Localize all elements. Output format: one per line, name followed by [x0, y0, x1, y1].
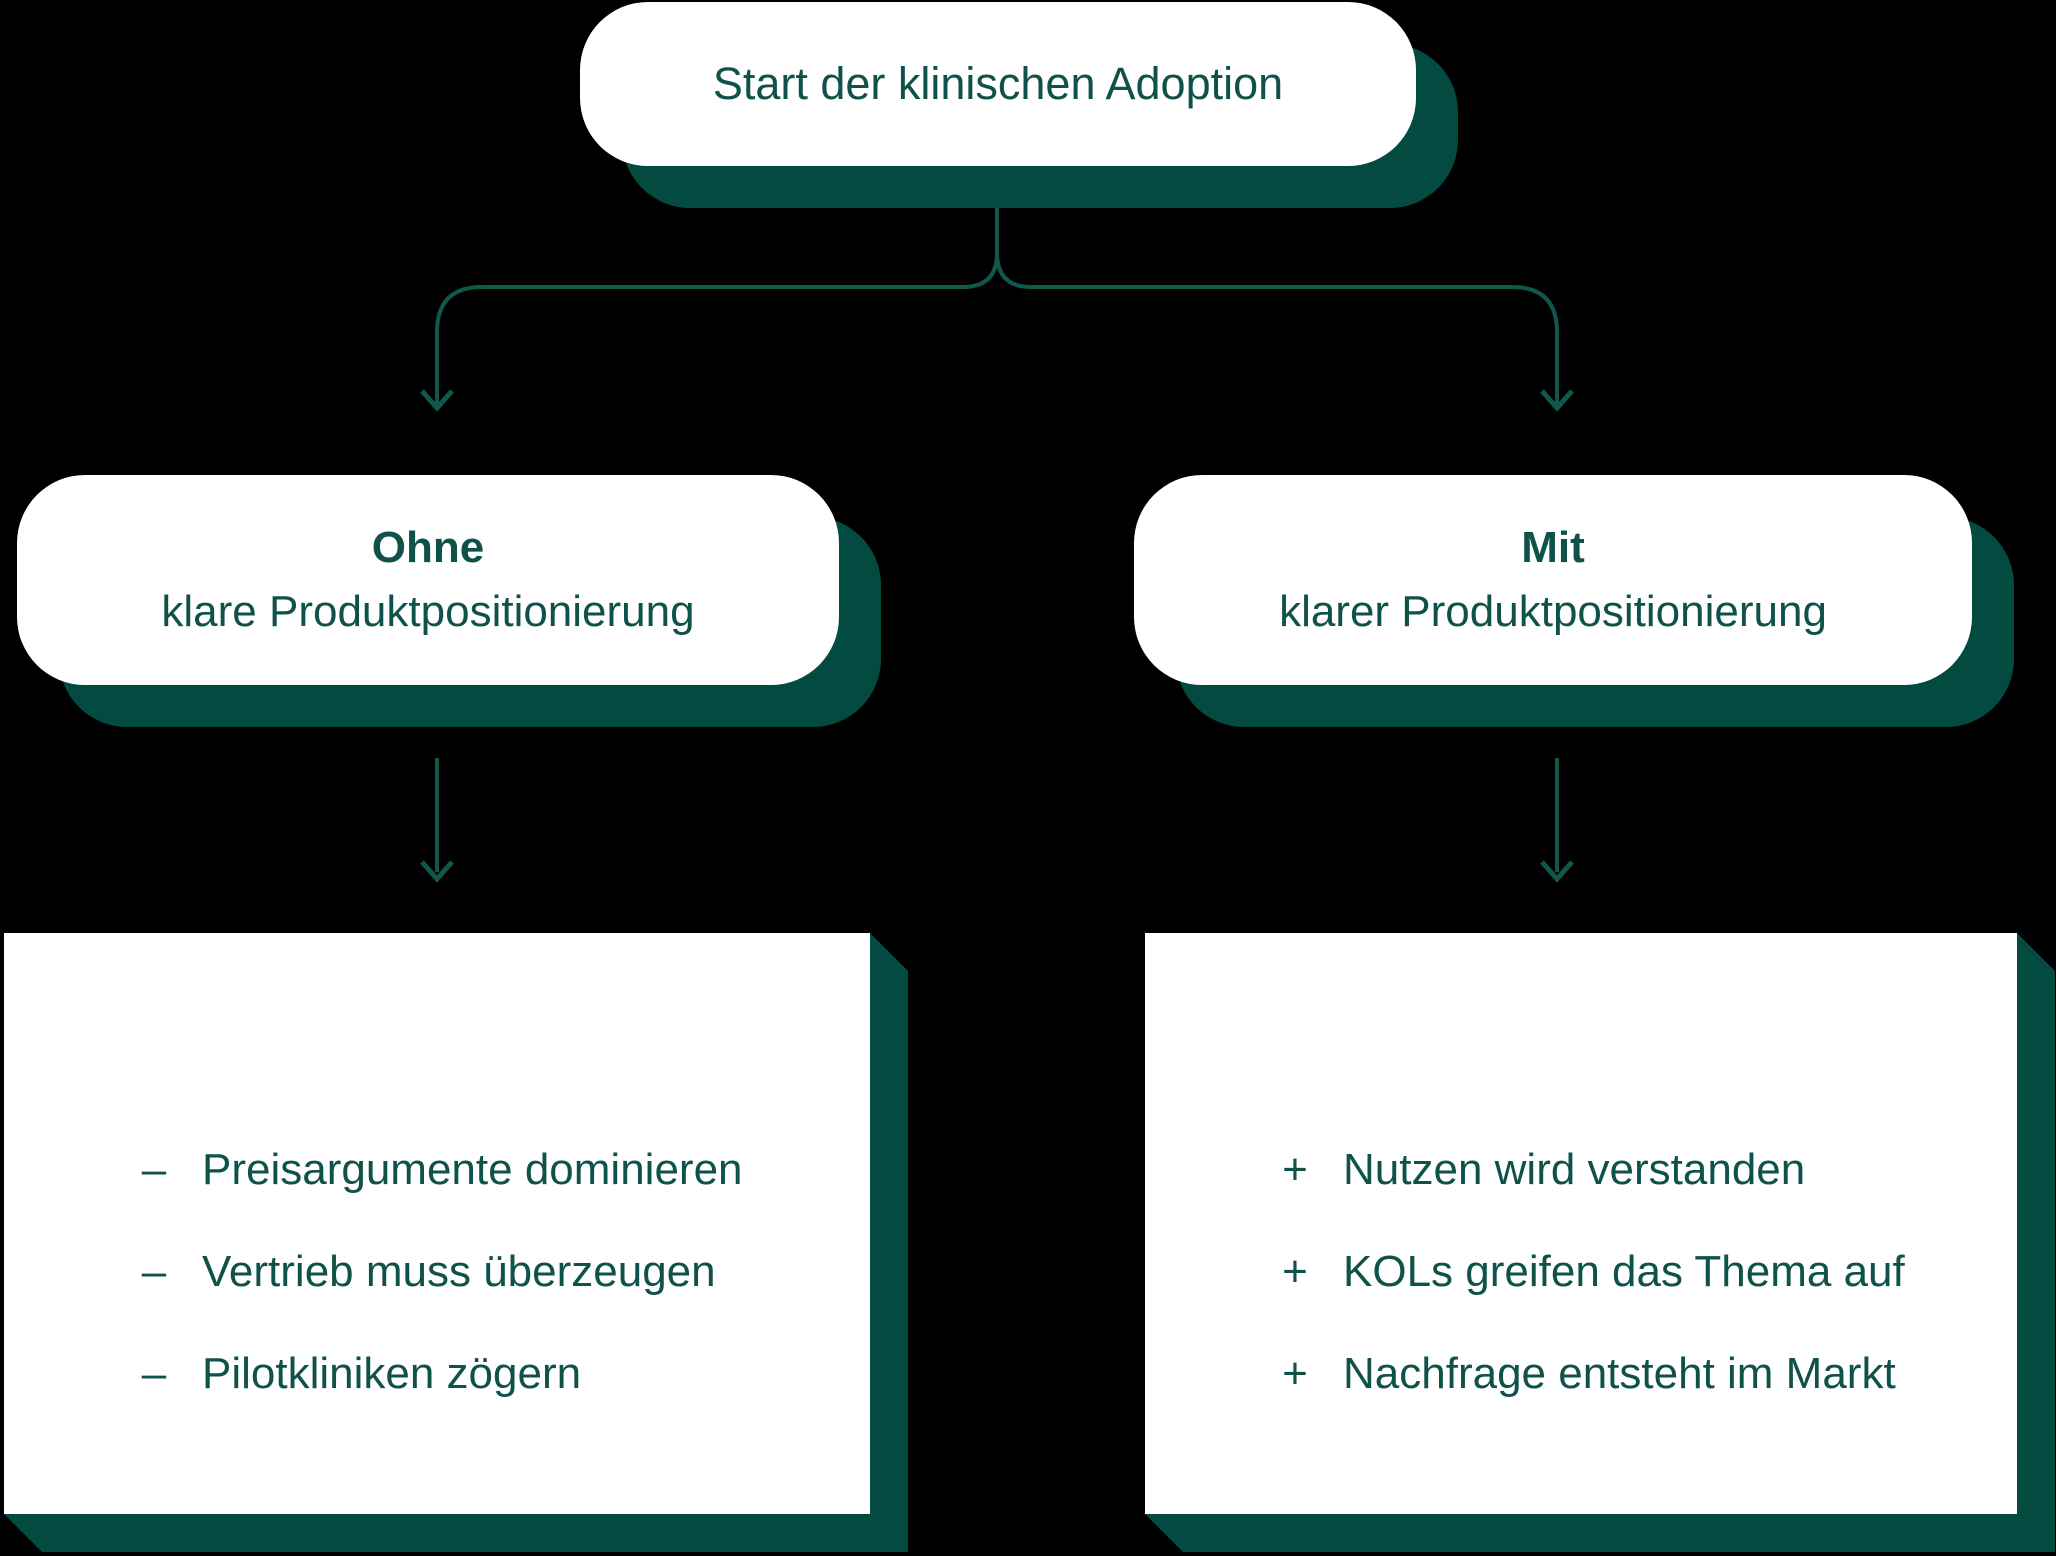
- list-item: + Nachfrage entsteht im Markt: [1273, 1323, 1905, 1425]
- minus-marker-icon: –: [141, 1145, 167, 1194]
- item-text: KOLs greifen das Thema auf: [1343, 1247, 1905, 1296]
- connector-branch-right: [995, 252, 1559, 404]
- outcome-card-positive: + Nutzen wird verstanden + KOLs greifen …: [1145, 933, 2017, 1514]
- list-item: + KOLs greifen das Thema auf: [1273, 1221, 1905, 1323]
- branch-subtitle: klare Produktpositionierung: [161, 587, 695, 636]
- branch-subtitle: klarer Produktpositionierung: [1279, 587, 1827, 636]
- list-item: – Pilotkliniken zögern: [132, 1323, 743, 1425]
- plus-marker-icon: +: [1282, 1247, 1308, 1296]
- minus-marker-icon: –: [141, 1247, 167, 1296]
- root-node-title: Start der klinischen Adoption: [712, 58, 1284, 109]
- positive-point-list: + Nutzen wird verstanden + KOLs greifen …: [1145, 933, 1945, 1425]
- list-item: – Vertrieb muss überzeugen: [132, 1221, 743, 1323]
- list-item: – Preisargumente dominieren: [132, 1119, 743, 1221]
- arrowhead-branch-right: [1540, 389, 1574, 412]
- item-text: Nachfrage entsteht im Markt: [1343, 1349, 1896, 1398]
- plus-marker-icon: +: [1282, 1145, 1308, 1194]
- branch-emphasis: Mit: [1521, 523, 1585, 572]
- negative-point-list: – Preisargumente dominieren – Vertrieb m…: [4, 933, 783, 1425]
- outcome-card-negative: – Preisargumente dominieren – Vertrieb m…: [4, 933, 870, 1514]
- arrowhead-drop-left: [420, 860, 454, 883]
- branch-node-mit: Mit klarer Produktpositionierung: [1134, 475, 1972, 685]
- connector-branch-left: [435, 252, 999, 404]
- item-text: Pilotkliniken zögern: [202, 1349, 582, 1398]
- branch-emphasis: Ohne: [371, 523, 485, 572]
- item-text: Nutzen wird verstanden: [1343, 1145, 1806, 1194]
- item-text: Preisargumente dominieren: [202, 1145, 743, 1194]
- arrowhead-branch-left: [420, 389, 454, 412]
- branch-node-ohne: Ohne klare Produktpositionierung: [17, 475, 839, 685]
- root-node: Start der klinischen Adoption: [580, 2, 1416, 166]
- plus-marker-icon: +: [1282, 1349, 1308, 1398]
- item-text: Vertrieb muss überzeugen: [202, 1247, 716, 1296]
- minus-marker-icon: –: [141, 1349, 167, 1398]
- list-item: + Nutzen wird verstanden: [1273, 1119, 1905, 1221]
- arrowhead-drop-right: [1540, 860, 1574, 883]
